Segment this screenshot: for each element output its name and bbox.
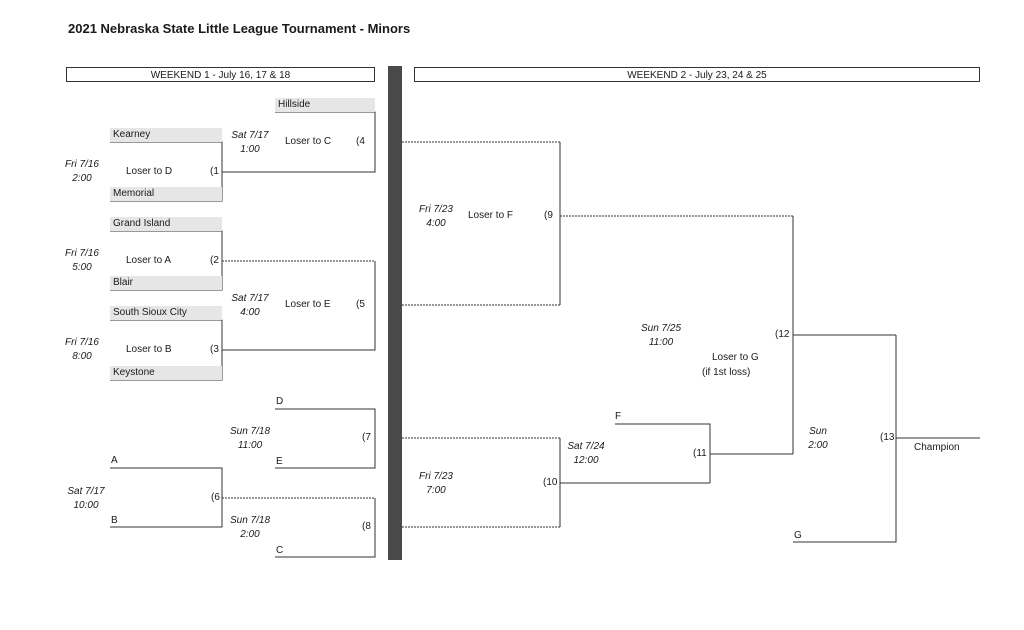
slot-e: E [276,456,283,467]
game-8-number: (8 [362,521,371,532]
game-7-bracket [275,408,376,469]
team-keystone: Keystone [110,366,222,380]
game-5-number: (5 [356,299,365,310]
game-10-number: (10 [543,477,558,488]
game-4-bracket [275,111,376,173]
slot-g: G [794,530,802,541]
game-9-number: (9 [544,210,553,221]
game-2-loser: Loser to A [126,255,172,266]
slot-b: B [111,515,118,526]
game-11-bracket [615,423,711,483]
slot-d: D [276,396,284,407]
team-blair: Blair [110,276,222,290]
slot-c: C [276,545,284,556]
game-2-number: (2 [210,255,219,266]
game-1-loser: Loser to D [126,166,173,177]
slot-a: A [111,455,118,466]
game-12-number: (12 [775,329,790,340]
champion-label: Champion [914,442,960,453]
slot-f: F [615,411,622,422]
game-1-number: (1 [210,166,219,177]
weekend-1-header: WEEKEND 1 - July 16, 17 & 18 [66,67,375,82]
game-9-loser: Loser to F [468,210,514,221]
game-4-loser: Loser to C [285,136,332,147]
game-11-number: (11 [693,448,707,459]
game-12-loser-note: (if 1st loss) [702,367,751,378]
game-13-bracket [793,335,897,543]
weekend-divider [388,66,402,560]
game-4-number: (4 [356,136,365,147]
game-3-number: (3 [210,344,219,355]
page-title: 2021 Nebraska State Little League Tourna… [68,21,411,36]
game-5-loser: Loser to E [285,299,331,310]
team-kearney: Kearney [110,128,222,142]
team-grand-island: Grand Island [110,217,222,231]
team-hillside: Hillside [275,98,375,112]
game-8-bracket [275,498,376,558]
weekend-2-header: WEEKEND 2 - July 23, 24 & 25 [414,67,980,82]
game-3-loser: Loser to B [126,344,172,355]
game-5-bracket [222,261,376,351]
game-7-number: (7 [362,432,371,443]
team-memorial: Memorial [110,187,222,201]
game-12-loser: Loser to G [712,352,759,363]
game-6-bracket [110,467,223,528]
game-13-number: (13 [880,432,895,443]
game-6-number: (6 [211,492,220,503]
team-south-sioux-city: South Sioux City [110,306,222,320]
